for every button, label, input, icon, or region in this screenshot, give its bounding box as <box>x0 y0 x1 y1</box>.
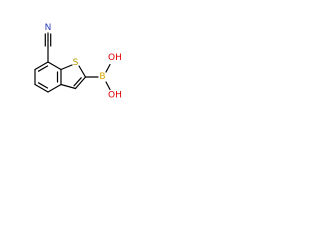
benzene-ring <box>34 61 62 93</box>
atom-boron: B <box>99 72 105 82</box>
bond-c3a-c4 <box>47 83 62 93</box>
bond-b-oh-top <box>105 63 111 73</box>
nitrile-group <box>44 32 52 63</box>
atom-labels: N S B OH OH <box>45 23 122 101</box>
bond-c2-c3 <box>74 76 87 90</box>
atom-sulfur: S <box>73 58 79 68</box>
bond-s-c2 <box>78 65 87 78</box>
bond-c4-c5-inner <box>37 82 49 89</box>
bond-c3-c3a <box>60 83 77 90</box>
bond-c2-c3-inner <box>73 77 82 87</box>
bond-c6-c7-inner <box>37 65 49 72</box>
bond-b-oh-bottom <box>105 81 111 91</box>
boronic-acid-group <box>84 63 111 91</box>
atom-hydroxyl-top: OH <box>108 53 122 63</box>
bond-c4-c5 <box>34 83 49 93</box>
bond-c6-c7 <box>34 61 49 71</box>
atom-hydroxyl-bottom: OH <box>108 91 122 101</box>
molecule-structure: N S B OH OH <box>34 23 122 101</box>
bond-c7-c7a <box>47 61 62 71</box>
atom-nitrogen: N <box>45 23 52 33</box>
bond-c7a-s <box>60 64 73 71</box>
thiophene-ring <box>60 64 87 90</box>
